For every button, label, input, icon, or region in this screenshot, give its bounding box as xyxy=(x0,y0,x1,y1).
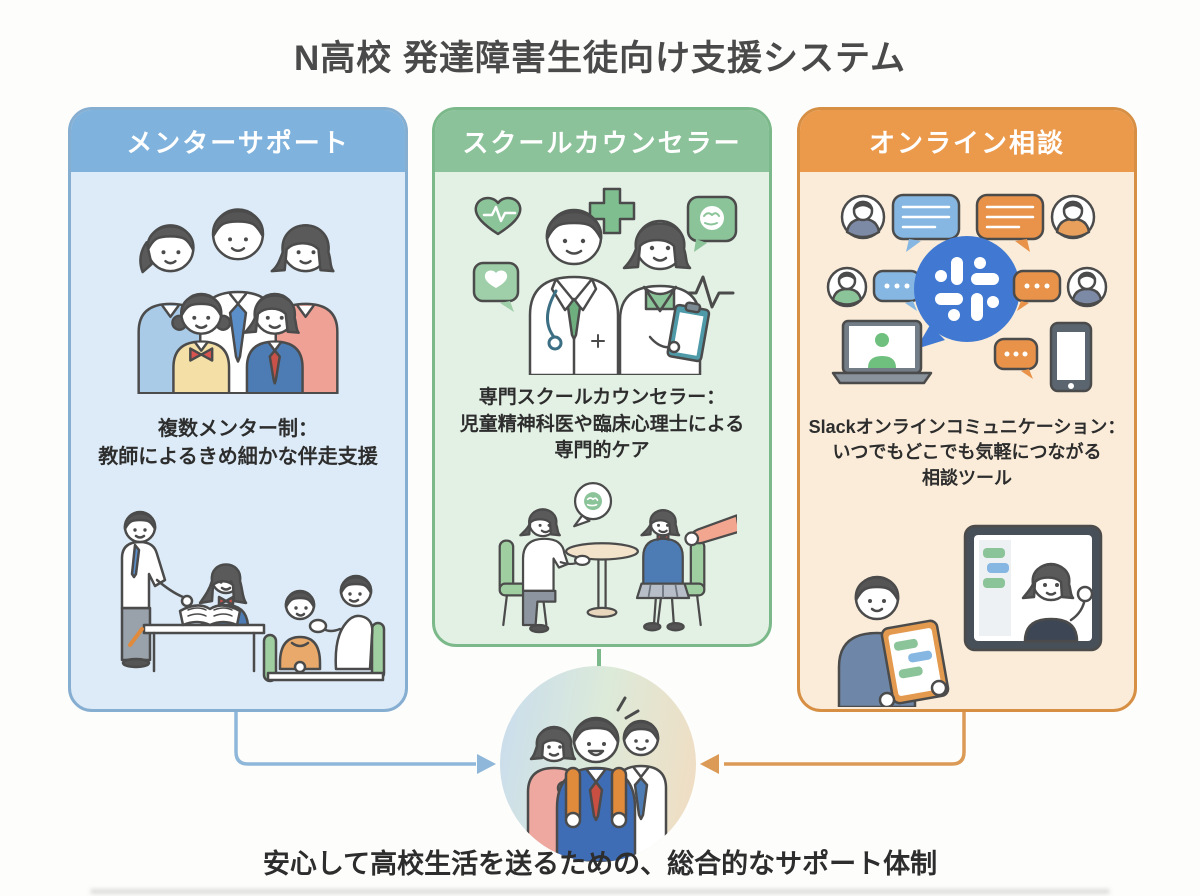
avatar-user-2 xyxy=(1050,194,1096,240)
counselor-caption-line-3: 専門的ケア xyxy=(554,440,650,462)
panel-mentor-support: メンターサポート xyxy=(68,107,408,712)
footer-caption: 安心して高校生活を送るための、総合的なサポート体制 xyxy=(262,849,938,879)
online-caption-line-1: Slackオンラインコミュニケーション： xyxy=(808,416,1126,437)
ecg-line-icon xyxy=(682,275,735,308)
online-caption: Slackオンラインコミュニケーション： いつでもどこでも気軽につながる 相談ツ… xyxy=(800,407,1134,499)
chat-bubble-blue xyxy=(891,193,961,252)
mentor-family-illustration xyxy=(71,172,405,404)
avatar-user-3 xyxy=(826,266,868,308)
student-girl-right xyxy=(243,292,304,394)
video-call-screen xyxy=(963,524,1103,651)
chat-dots-bubble-bottom xyxy=(993,337,1039,379)
counselor-caption: 専門スクールカウンセラー： 児童精神科医や臨床心理士による 専門的ケア xyxy=(435,377,769,473)
arrow-left-icon xyxy=(700,754,719,774)
supported-students-icon xyxy=(526,696,668,862)
arrow-right-icon xyxy=(477,754,496,774)
doctor-counselor-icon xyxy=(472,187,738,375)
heart-bubble-icon xyxy=(472,261,520,312)
counseling-session-illustration xyxy=(435,473,769,644)
slack-communication-icon xyxy=(826,193,1108,393)
person-with-tablet xyxy=(837,575,950,707)
counselor-caption-line-2: 児童精神科医や臨床心理士による xyxy=(459,413,745,435)
mentor-tutoring-illustration xyxy=(71,482,405,709)
mentor-caption: 複数メンター制： 教師によるきめ細かな伴走支援 xyxy=(71,404,405,482)
tutoring-icon xyxy=(120,510,386,683)
heart-ecg-icon xyxy=(474,196,522,235)
student-girl-left xyxy=(171,292,232,394)
avatar-user-4 xyxy=(1066,266,1108,308)
mentor-family-icon xyxy=(137,208,339,394)
brain-bubble-icon xyxy=(686,195,738,252)
tablet-icon xyxy=(880,619,950,704)
counselor-panel-header: スクールカウンセラー xyxy=(435,110,769,172)
video-chat-illustration xyxy=(800,499,1134,709)
mentor-caption-line-2: 教師によるきめ細かな伴走支援 xyxy=(98,446,378,468)
online-caption-line-2: いつでもどこでも気軽につながる xyxy=(832,442,1102,463)
avatar-user-1 xyxy=(840,194,886,240)
counselor-seated xyxy=(519,507,591,633)
bottom-edge-artifact xyxy=(90,889,1110,894)
page-title: N高校 発達障害生徒向け支援システム xyxy=(294,39,906,78)
counseling-session-icon xyxy=(498,481,737,633)
sparkle-icon xyxy=(616,696,640,720)
students-circle xyxy=(500,666,696,862)
slack-speech-bubble xyxy=(914,236,1020,349)
mentoring-talk-scene xyxy=(262,574,386,683)
counselor-staff-illustration xyxy=(435,172,769,377)
laptop-icon xyxy=(831,319,933,385)
mentor-panel-header: メンターサポート xyxy=(71,110,405,172)
counselor-figure xyxy=(618,219,711,375)
doctor-figure xyxy=(528,208,620,375)
chat-dots-bubble-right xyxy=(1012,269,1062,311)
mentor-caption-line-1: 複数メンター制： xyxy=(158,417,318,440)
panel-school-counselor: スクールカウンセラー xyxy=(432,107,772,647)
student-with-backpack xyxy=(555,696,640,862)
medical-cross-icon xyxy=(588,187,636,234)
video-chat-icon xyxy=(837,524,1103,707)
tutoring-scene xyxy=(120,510,266,673)
mentor-connector-line xyxy=(234,712,476,766)
supporting-hand xyxy=(684,513,737,546)
online-caption-line-3: 相談ツール xyxy=(922,467,1012,488)
online-panel-header: オンライン相談 xyxy=(800,110,1134,172)
smartphone-icon xyxy=(1049,321,1093,393)
student-seated xyxy=(635,508,691,631)
counselor-caption-line-1: 専門スクールカウンセラー： xyxy=(478,386,726,408)
online-connector-line xyxy=(724,712,966,766)
slack-communication-illustration xyxy=(800,172,1134,407)
brain-speech-bubble xyxy=(573,481,613,527)
slack-logo xyxy=(935,257,999,321)
panel-online-consultation: オンライン相談 xyxy=(797,107,1137,712)
chat-bubble-orange xyxy=(975,193,1045,252)
